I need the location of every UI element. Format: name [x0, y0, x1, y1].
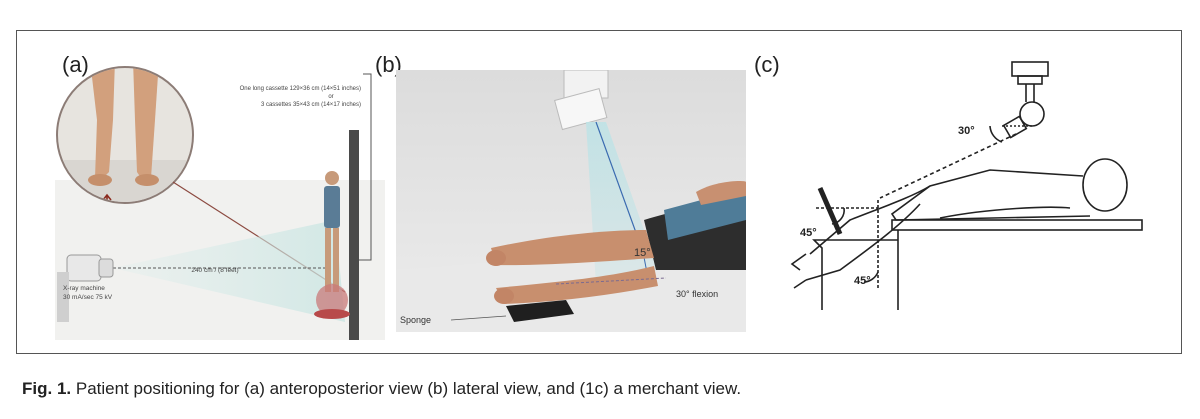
xray-machine	[57, 254, 114, 322]
flexion-label: 30° flexion	[676, 289, 718, 299]
xray-machine-label: X-ray machine	[63, 285, 105, 292]
angle-45-bottom-label: 45°	[854, 275, 871, 287]
angle-30-label: 30°	[958, 125, 975, 137]
angle-15-label: 15°	[634, 247, 651, 259]
cassette-board	[349, 130, 359, 340]
xray-beam	[113, 220, 345, 322]
panel-a-label: (a)	[62, 52, 89, 77]
figure-frame	[16, 30, 1182, 354]
standing-patient	[314, 171, 350, 319]
sponge-label: Sponge	[400, 315, 431, 325]
cassette-note-line2: 3 cassettes 35×43 cm (14×17 inches)	[261, 102, 361, 108]
panel-a-illustration	[55, 66, 385, 340]
cassette-note-line1: One long cassette 129×36 cm (14×51 inche…	[240, 86, 361, 92]
xray-tube	[554, 70, 609, 131]
knee-closeup-circle	[56, 66, 194, 204]
panel-b-illustration: 15° 30° flexion Sponge	[396, 70, 746, 332]
caption-text: Patient positioning for (a) anteroposter…	[75, 379, 742, 398]
angle-45-left-label: 45°	[800, 227, 817, 239]
exam-table	[812, 219, 1143, 310]
lying-patient	[486, 181, 746, 304]
xray-tube	[1002, 61, 1049, 139]
xray-settings-label: 30 mA/sec 75 kV	[63, 294, 113, 301]
figure-number: Fig. 1.	[22, 379, 72, 398]
panel-c-illustration: 30° 45° 45°	[790, 61, 1143, 310]
distance-label: 240 cm / (8 feet)	[191, 267, 238, 274]
figure-caption: Fig. 1. Patient positioning for (a) ante…	[22, 379, 741, 399]
sponge	[506, 300, 574, 322]
lying-patient	[790, 158, 1128, 289]
cassette-note-or: or	[328, 94, 333, 100]
panel-c-label: (c)	[754, 52, 780, 77]
panel-a-labels: One long cassette 129×36 cm (14×51 inche…	[63, 86, 361, 301]
